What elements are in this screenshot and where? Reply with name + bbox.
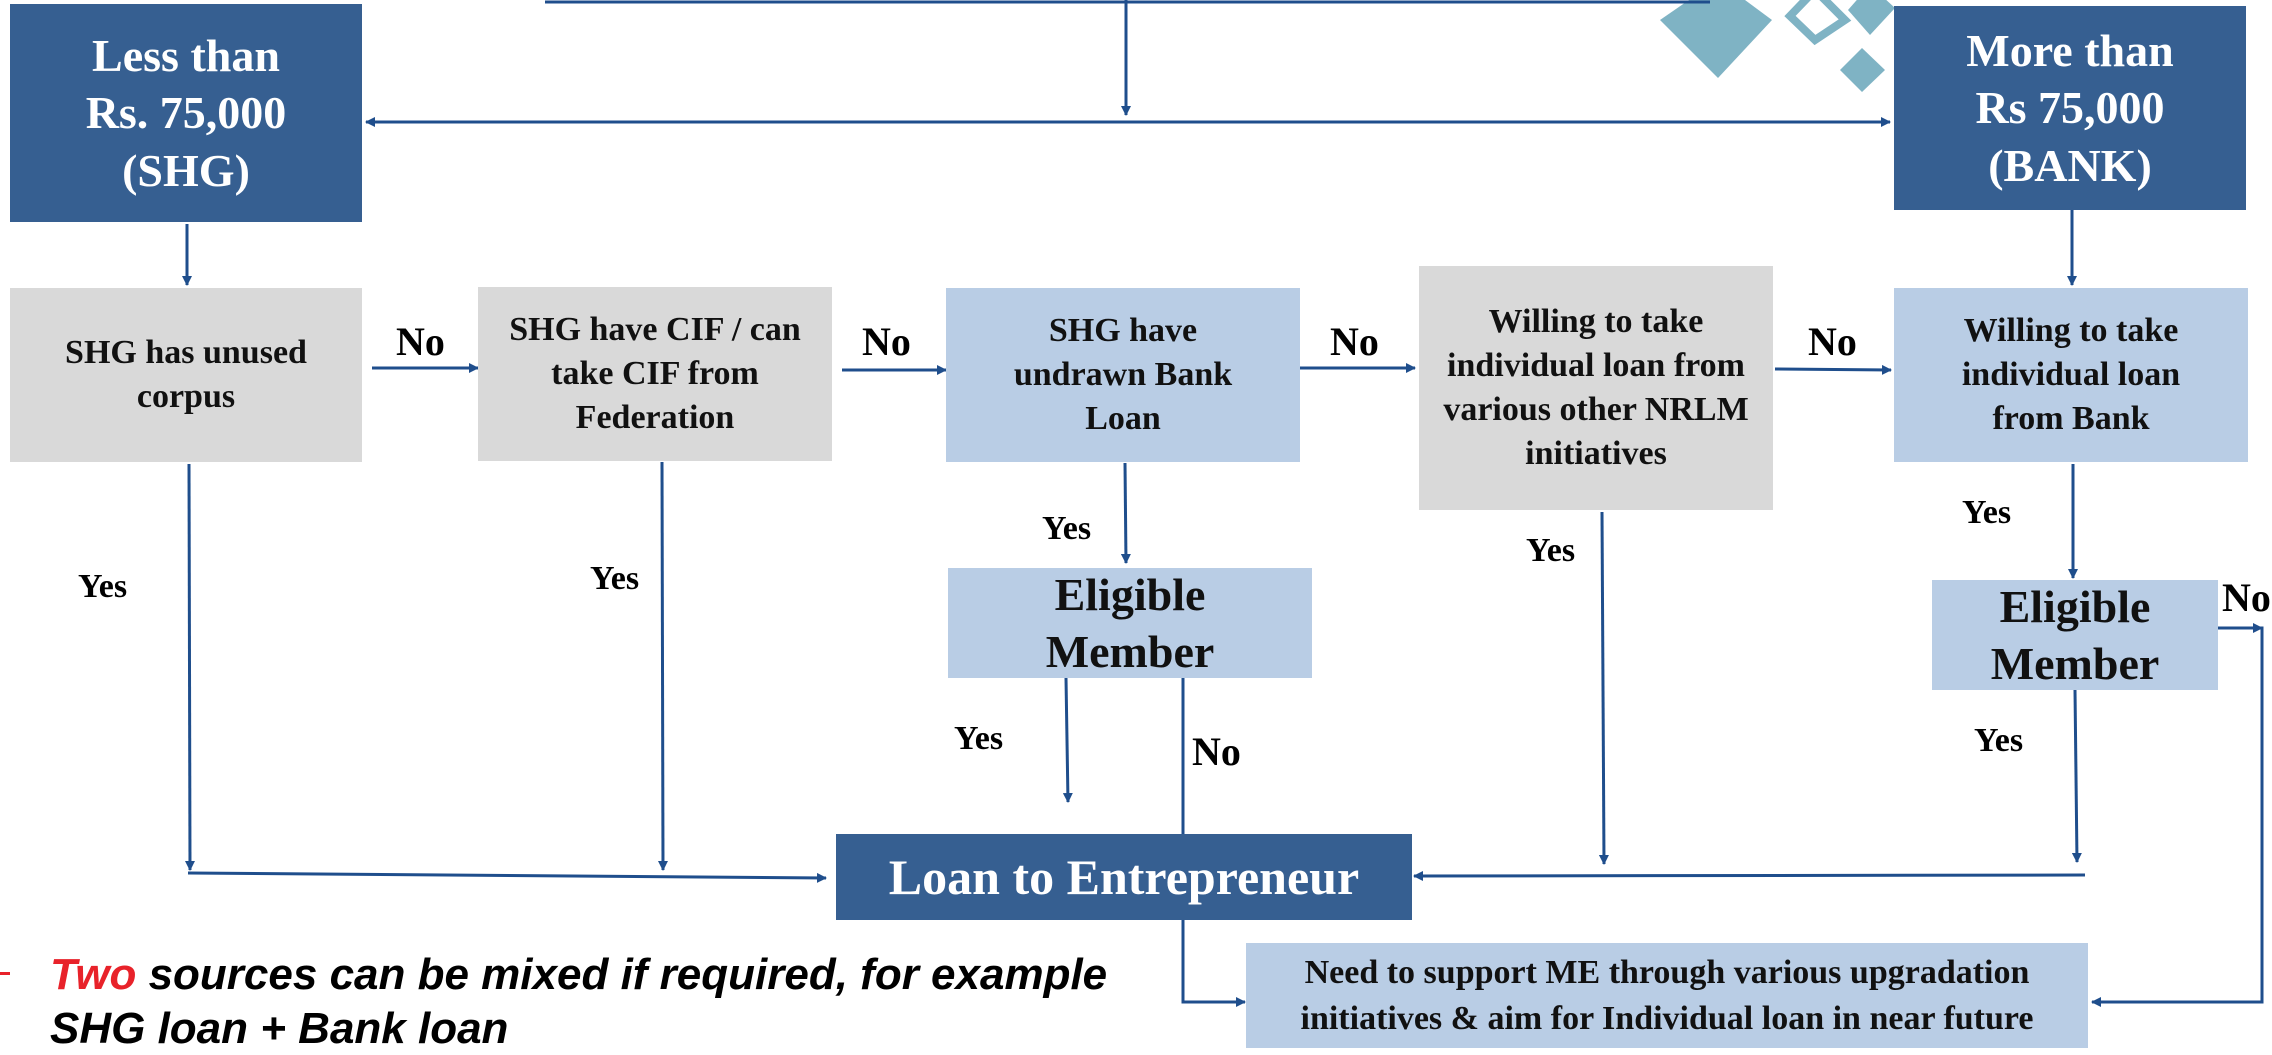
yes-label-1: Yes xyxy=(78,568,128,605)
note-text: sources can be mixed if required, for ex… xyxy=(50,950,1108,1053)
eligible-member-label-1: Eligible Member xyxy=(1045,568,1215,678)
decor-diamond-small xyxy=(1848,0,1895,35)
decor-diamond-tiny xyxy=(1840,48,1885,92)
mixed-sources-note: Two sources can be mixed if required, fo… xyxy=(50,948,1150,1055)
yes-label-4: Yes xyxy=(954,720,1004,757)
shg-unused-corpus-box: SHG has unused corpus xyxy=(10,288,362,462)
less-than-75000-shg-box: Less than Rs. 75,000 (SHG) xyxy=(10,4,362,222)
decor-diamond-outline xyxy=(1784,0,1852,46)
loan-to-entrepreneur-box: Loan to Entrepreneur xyxy=(836,834,1412,920)
nrlm-individual-loan-box: Willing to take individual loan from var… xyxy=(1419,266,1773,510)
bank-individual-loan-box: Willing to take individual loan from Ban… xyxy=(1894,288,2248,462)
eligible-member-label-2: Eligible Member xyxy=(1990,580,2160,690)
yes-label-6: Yes xyxy=(1962,494,2012,531)
no-label-1: No xyxy=(396,319,445,364)
unused-corpus-label: SHG has unused corpus xyxy=(65,333,307,415)
cif-label: SHG have CIF / can take CIF from Federat… xyxy=(509,310,801,437)
no-label-5: No xyxy=(1192,729,1241,774)
no-label-2: No xyxy=(862,319,911,364)
bank-loan-label: Willing to take individual loan from Ban… xyxy=(1961,311,2181,438)
eligible-member-box-1: Eligible Member xyxy=(948,568,1312,678)
more-than-label: More than Rs 75,000 (BANK) xyxy=(1966,24,2174,191)
support-me-label: Need to support ME through various upgra… xyxy=(1300,953,2034,1037)
undrawn-loan-label: SHG have undrawn Bank Loan xyxy=(1013,311,1233,438)
yes-label-5: Yes xyxy=(1526,532,1576,569)
support-me-box: Need to support ME through various upgra… xyxy=(1246,943,2088,1048)
shg-undrawn-bank-loan-box: SHG have undrawn Bank Loan xyxy=(946,288,1300,462)
yes-label-3: Yes xyxy=(1042,510,1092,547)
eligible-member-box-2: Eligible Member xyxy=(1932,580,2218,690)
nrlm-loan-label: Willing to take individual loan from var… xyxy=(1443,302,1749,473)
no-label-6: No xyxy=(2222,575,2271,620)
yes-label-2: Yes xyxy=(590,560,640,597)
no-label-4: No xyxy=(1808,319,1857,364)
more-than-75000-bank-box: More than Rs 75,000 (BANK) xyxy=(1894,6,2246,210)
note-bullet xyxy=(0,972,10,975)
note-highlight: Two xyxy=(50,950,137,999)
loan-entrepreneur-label: Loan to Entrepreneur xyxy=(888,849,1360,905)
less-than-label: Less than Rs. 75,000 (SHG) xyxy=(85,29,287,196)
shg-cif-box: SHG have CIF / can take CIF from Federat… xyxy=(478,287,832,461)
yes-label-7: Yes xyxy=(1974,722,2024,759)
no-label-3: No xyxy=(1330,319,1379,364)
decor-diamond-large xyxy=(1660,0,1772,78)
